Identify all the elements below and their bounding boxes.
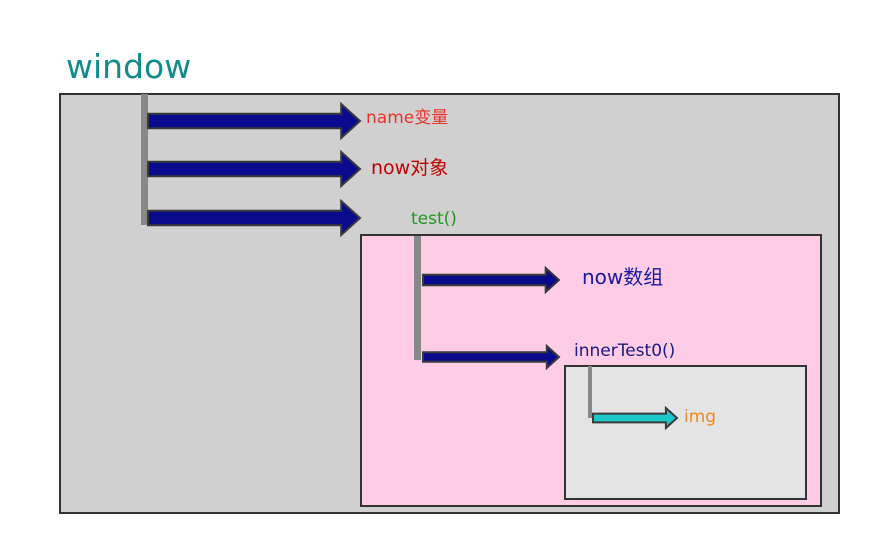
diagram-title: window: [66, 47, 192, 86]
arrow-to-now-array: [422, 265, 561, 295]
arrow-to-img: [592, 405, 679, 431]
label-img: img: [684, 407, 717, 427]
test-stem-bar: [414, 236, 421, 360]
label-inner-test-function: innerTest0(): [574, 341, 676, 361]
label-name-variable: name变量: [366, 108, 449, 128]
arrow-to-test-function: [147, 198, 362, 238]
label-test-function: test(): [411, 209, 457, 229]
label-now-array: now数组: [582, 265, 664, 289]
arrow-to-name-var: [147, 101, 362, 141]
window-stem-bar: [141, 94, 148, 225]
arrow-to-inner-test: [422, 343, 561, 371]
label-now-object: now对象: [371, 157, 449, 179]
inner-test-stem-bar: [588, 366, 592, 418]
arrow-to-now-object: [147, 149, 362, 189]
inner-test-scope-box: [564, 365, 807, 500]
